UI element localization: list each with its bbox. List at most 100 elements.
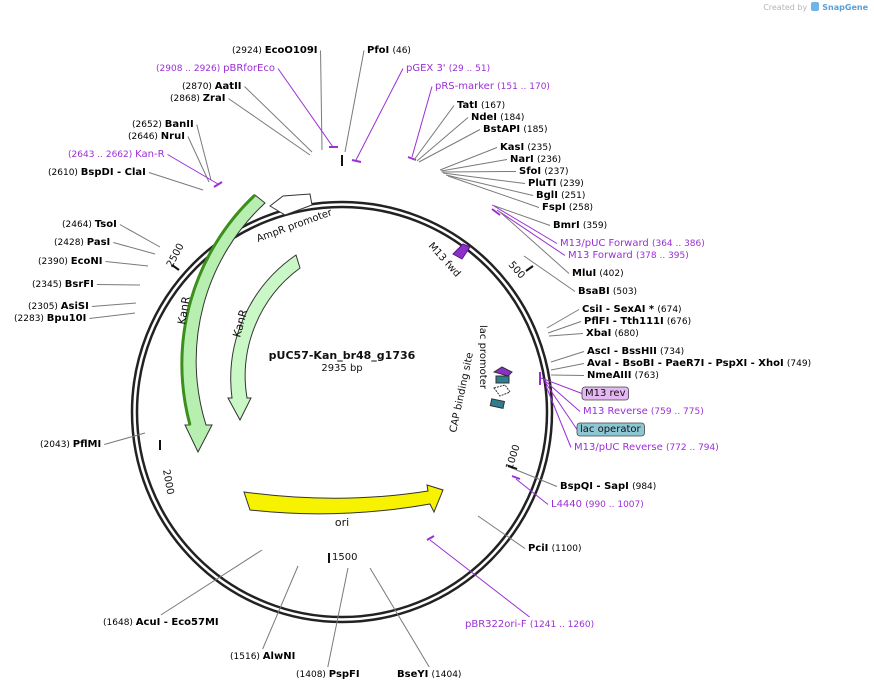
site-csii-sexai: CsiI - SexAI * (674) — [582, 304, 682, 315]
site-name: PasI — [87, 237, 110, 248]
site-position: (2464) — [62, 220, 95, 230]
site-name: XbaI — [586, 328, 611, 339]
svg-text:(2646) NruI: (2646) NruI — [128, 131, 185, 142]
site-name: MluI — [572, 268, 596, 279]
site-position: (364 .. 386) — [652, 239, 705, 249]
site-position: (46) — [392, 46, 410, 56]
leader-m13-puc-reverse — [545, 385, 572, 448]
leader-pgex-3 — [355, 68, 404, 161]
site-name: M13 rev — [585, 388, 626, 399]
leader-bspqi-sapi — [513, 468, 558, 487]
site-position: (359) — [583, 221, 607, 231]
kanr-outer-highlight — [180, 193, 257, 426]
svg-text:pRS-marker (151 .. 170): pRS-marker (151 .. 170) — [435, 81, 550, 92]
pbr322ori-mark — [426, 535, 435, 541]
lac-operator-block — [495, 375, 510, 384]
tick-label-2500: 2500 — [165, 242, 187, 270]
site-position: (1516) — [230, 652, 263, 662]
site-bspqi-sapi: BspQI - SapI (984) — [560, 481, 656, 492]
site-asci-bsshii: AscI - BssHII (734) — [587, 346, 684, 357]
site-avai-bsobi-paer7i-pspxi-xhoi: AvaI - BsoBI - PaeR7I - PspXI - XhoI (74… — [587, 358, 811, 369]
tick-500 — [525, 265, 534, 272]
site-position: (2043) — [40, 440, 73, 450]
site-tsoi: (2464) TsoI — [62, 219, 117, 230]
tick-label-1500: 1500 — [332, 552, 357, 563]
svg-text:(2464) TsoI: (2464) TsoI — [62, 219, 117, 230]
site-name: NruI — [161, 131, 185, 142]
kan-r-mark — [213, 181, 223, 188]
svg-text:(2924) EcoO109I: (2924) EcoO109I — [232, 45, 318, 56]
leader-pcii — [477, 515, 526, 549]
site-pasi: (2428) PasI — [54, 237, 110, 248]
site-name: PspFI — [329, 669, 360, 680]
svg-text:M13/pUC Reverse (772 .. 794): M13/pUC Reverse (772 .. 794) — [574, 442, 719, 453]
site-zrai: (2868) ZraI — [170, 93, 225, 104]
site-name: L4440 — [551, 499, 582, 510]
site-pbr322ori-f: pBR322ori-F (1241 .. 1260) — [465, 619, 594, 630]
m13-fwd-label: M13 fwd — [426, 241, 463, 280]
leader-pbr322ori-f — [429, 539, 530, 618]
site-fspi: FspI (258) — [542, 202, 593, 213]
svg-text:BspQI - SapI (984): BspQI - SapI (984) — [560, 481, 656, 492]
site-position: (402) — [599, 269, 623, 279]
site-position: (2870) — [182, 82, 215, 92]
cap-binding-label: CAP binding site — [448, 352, 476, 434]
l4440-mark — [511, 475, 521, 480]
site-l4440: L4440 (990 .. 1007) — [551, 499, 644, 510]
leader-m13-reverse — [543, 379, 581, 412]
site-position: (235) — [527, 143, 551, 153]
site-position: (2908 .. 2926) — [156, 64, 223, 74]
leader-bpu10i — [89, 312, 136, 319]
leader-pflfi-tth111i — [547, 321, 582, 334]
site-name: BsaBI — [578, 286, 610, 297]
site-position: (167) — [481, 101, 505, 111]
site-pspfi: (1408) PspFI — [296, 669, 360, 680]
leader-prs-marker — [411, 86, 433, 158]
site-prs-marker: pRS-marker (151 .. 170) — [435, 81, 550, 92]
leader-lines — [89, 50, 585, 668]
leader-aatii — [244, 86, 313, 153]
svg-text:KasI (235): KasI (235) — [500, 142, 552, 153]
site-name: pBRforEco — [223, 63, 275, 74]
svg-text:NdeI (184): NdeI (184) — [471, 112, 524, 123]
svg-text:PflFI - Tth111I (676): PflFI - Tth111I (676) — [584, 316, 691, 327]
leader-ecoo109i — [320, 50, 323, 151]
leader-kasi — [439, 147, 498, 171]
svg-text:(2428) PasI: (2428) PasI — [54, 237, 110, 248]
lac-promoter-label: lac promoter — [477, 325, 488, 390]
svg-text:(2643 .. 2662) Kan-R: (2643 .. 2662) Kan-R — [68, 149, 165, 160]
svg-text:PluTI (239): PluTI (239) — [528, 178, 584, 189]
site-m13-reverse: M13 Reverse (759 .. 775) — [583, 406, 704, 417]
site-name: KasI — [500, 142, 524, 153]
svg-text:(2390) EcoNI: (2390) EcoNI — [38, 256, 103, 267]
site-alwni: (1516) AlwNI — [230, 651, 295, 662]
site-pflmi: (2043) PflMI — [40, 439, 101, 450]
leader-m13-forward — [496, 209, 566, 256]
site-position: (378 .. 395) — [636, 251, 689, 261]
leader-lac-operator — [544, 381, 578, 430]
leader-bseyi — [369, 567, 430, 668]
svg-text:TatI (167): TatI (167) — [457, 100, 505, 111]
svg-text:(2610) BspDI - ClaI: (2610) BspDI - ClaI — [48, 167, 146, 178]
site-pbrforeco: (2908 .. 2926) pBRforEco — [156, 63, 275, 74]
site-name: AlwNI — [263, 651, 296, 662]
plasmid-length: 2935 bp — [321, 363, 362, 374]
svg-text:pBR322ori-F (1241 .. 1260): pBR322ori-F (1241 .. 1260) — [465, 619, 594, 630]
site-position: (29 .. 51) — [449, 64, 490, 74]
site-bspdi-clai: (2610) BspDI - ClaI — [48, 167, 146, 178]
leader-pflmi — [104, 432, 146, 445]
svg-text:AscI - BssHII (734): AscI - BssHII (734) — [587, 346, 684, 357]
site-position: (680) — [615, 329, 639, 339]
site-position: (151 .. 170) — [497, 82, 550, 92]
svg-text:MluI (402): MluI (402) — [572, 268, 624, 279]
svg-text:(2345) BsrFI: (2345) BsrFI — [32, 279, 94, 290]
leader-sfoi — [441, 171, 517, 173]
leader-tati — [413, 105, 455, 161]
site-name: BspDI - ClaI — [81, 167, 146, 178]
ori-label: ori — [335, 516, 349, 529]
site-pflfi-tth111i: PflFI - Tth111I (676) — [584, 316, 691, 327]
leader-m13-puc-forward — [493, 205, 558, 244]
site-asisi: (2305) AsiSI — [28, 301, 89, 312]
snapgene-logo-icon — [810, 2, 819, 11]
